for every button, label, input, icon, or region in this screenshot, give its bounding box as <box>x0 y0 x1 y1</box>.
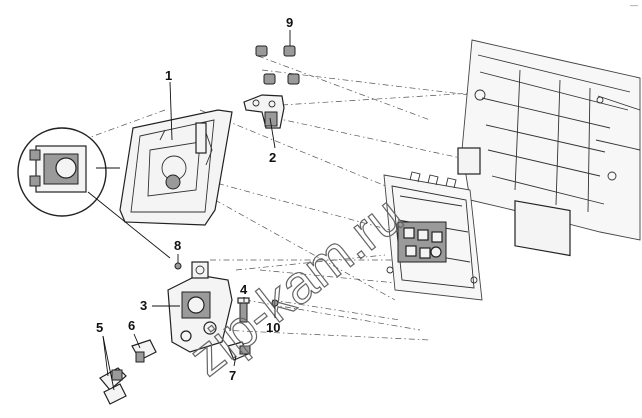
callout-9: 9 <box>286 15 293 30</box>
part-8-screw <box>174 262 182 270</box>
vehicle-frame-panel <box>457 39 641 257</box>
callout-4: 4 <box>240 282 248 297</box>
callout-7: 7 <box>229 368 236 383</box>
part-6-connector <box>131 339 157 363</box>
callouts: 1 2 3 4 5 6 7 8 9 10 <box>96 15 293 391</box>
callout-10: 10 <box>266 320 280 335</box>
callout-6: 6 <box>128 318 135 333</box>
part-5-fittings <box>99 367 127 405</box>
callout-8: 8 <box>174 238 181 253</box>
mounting-plate-assembly <box>383 171 483 301</box>
callout-5: 5 <box>96 320 103 335</box>
part-1-gasket-plate <box>119 109 233 226</box>
part-7-fitting <box>227 341 251 361</box>
callout-1: 1 <box>165 68 172 83</box>
part-9-nuts <box>255 45 300 85</box>
callout-3: 3 <box>140 298 147 313</box>
part-4-bolt <box>237 297 250 323</box>
corner-mark: — <box>630 1 638 10</box>
callout-2: 2 <box>269 150 276 165</box>
detail-inset <box>17 127 171 259</box>
part-2-bracket <box>243 94 285 129</box>
part-3-valve-body <box>167 261 233 353</box>
